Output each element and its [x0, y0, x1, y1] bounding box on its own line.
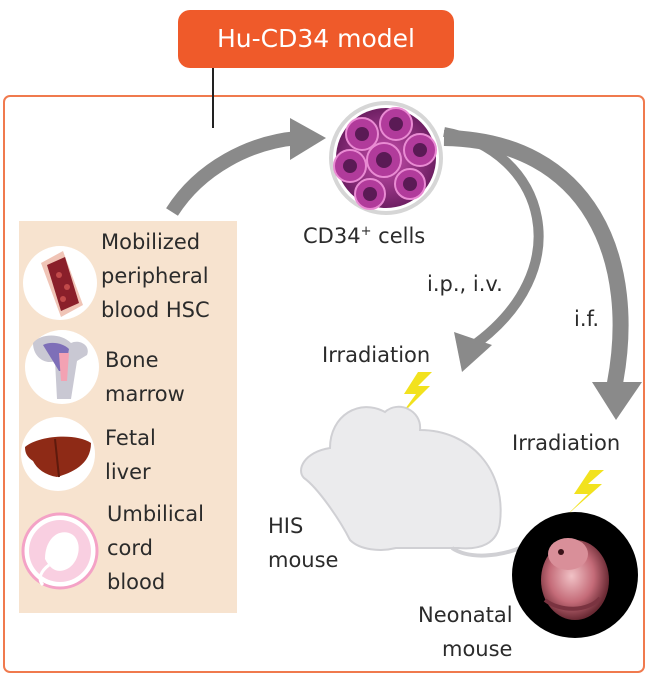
liver-icon	[21, 417, 95, 491]
bolt-icon	[400, 372, 432, 416]
irradiation-label-his: Irradiation	[322, 343, 431, 367]
hsc-source-panel: Mobilized peripheral blood HSC Bone marr…	[19, 221, 237, 613]
arrow-to-his-mouse	[443, 127, 544, 372]
source-label-mobilized-blood: Mobilized peripheral blood HSC	[101, 225, 241, 327]
source-label-line: blood	[107, 570, 166, 594]
arrow-sources-to-cells	[166, 118, 326, 216]
source-label-fetal-liver: Fetal liver	[105, 421, 245, 489]
neonatal-mouse-label-line: Neonatal	[418, 603, 513, 627]
cd34-cells-label: CD34+ cells	[303, 219, 425, 253]
bolt-icon	[566, 470, 604, 516]
source-icons	[21, 246, 99, 590]
source-label-line: liver	[105, 460, 151, 484]
his-mouse-label-line: HIS	[268, 514, 304, 538]
neonatal-mouse-label-line: mouse	[442, 637, 513, 661]
source-label-line: Umbilical	[107, 502, 204, 526]
bone-icon	[25, 330, 99, 404]
source-label-line: Bone	[105, 348, 159, 372]
source-label-line: Fetal	[105, 426, 156, 450]
source-label-line: blood HSC	[101, 298, 210, 322]
source-label-line: Mobilized	[101, 230, 201, 254]
route-label-ip-iv: i.p., i.v.	[427, 272, 503, 296]
arrow-to-neonatal-mouse	[443, 130, 642, 420]
model-frame	[3, 95, 645, 673]
neonatal-mouse-image	[512, 512, 638, 638]
his-mouse-label-line: mouse	[268, 548, 339, 572]
source-label-line: marrow	[105, 382, 185, 406]
mouse-icon	[300, 405, 568, 561]
source-label-line: peripheral	[101, 264, 209, 288]
cd34-cell-cluster	[329, 101, 443, 215]
source-label-umbilical-cord-blood: Umbilical cord blood	[107, 497, 247, 599]
cd34-label-prefix: CD34	[303, 224, 361, 248]
source-label-bone-marrow: Bone marrow	[105, 343, 245, 411]
source-label-line: cord	[107, 536, 153, 560]
irradiation-label-neonatal: Irradiation	[512, 431, 621, 455]
his-mouse-label: HIS mouse	[268, 509, 408, 577]
blood-vessel-icon	[23, 246, 97, 320]
embryo-icon	[21, 512, 99, 590]
cd34-label-superscript: +	[360, 224, 372, 239]
route-label-if: i.f.	[574, 307, 600, 331]
model-title: Hu-CD34 model	[178, 10, 454, 68]
cd34-label-suffix: cells	[371, 224, 426, 248]
neonatal-mouse-label: Neonatal mouse	[418, 598, 558, 666]
